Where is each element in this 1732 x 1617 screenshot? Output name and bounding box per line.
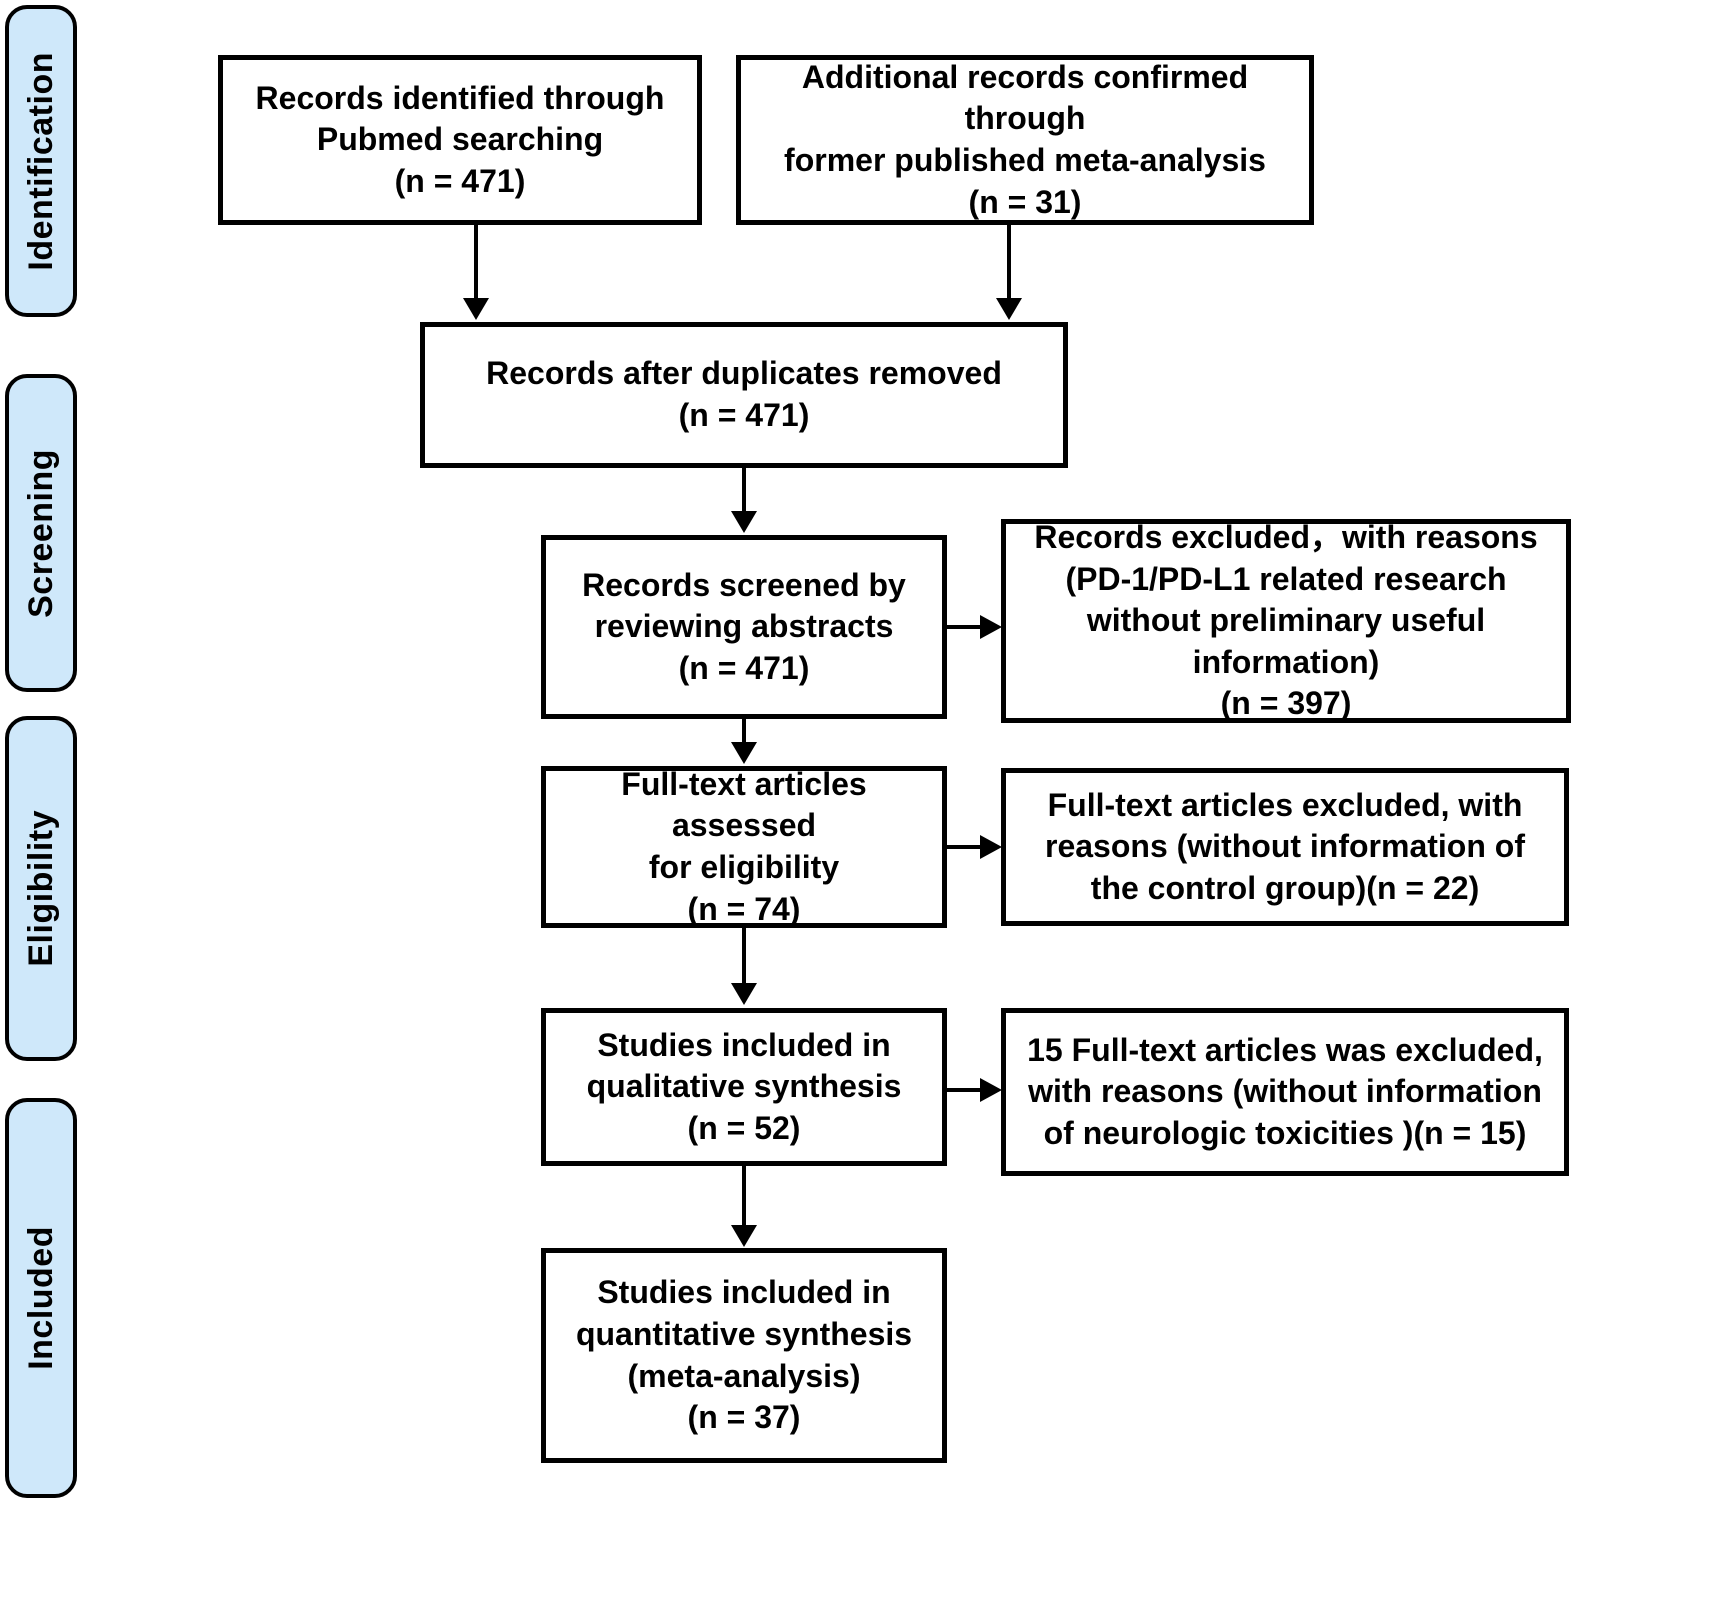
stage-label-identification-text: Identification — [22, 51, 60, 271]
stage-label-included: Included — [5, 1098, 77, 1498]
box-records-identified: Records identified through Pubmed search… — [218, 55, 702, 225]
box-studies-qualitative: Studies included in qualitative synthesi… — [541, 1008, 947, 1166]
connector-qualitative-to-quantitative-line — [742, 1166, 746, 1228]
box-records-after-duplicates-text: Records after duplicates removed (n = 47… — [486, 355, 1002, 433]
box-additional-records: Additional records confirmed through for… — [736, 55, 1314, 225]
connector-fulltext-to-excluded-arrow — [980, 835, 1002, 859]
box-qualitative-excluded: 15 Full-text articles was excluded, with… — [1001, 1008, 1569, 1176]
connector-qualitative-to-excluded-line — [947, 1088, 985, 1092]
connector-duplicates-to-screened-line — [742, 468, 746, 514]
stage-label-eligibility: Eligibility — [5, 716, 77, 1061]
connector-fulltext-to-excluded-line — [947, 845, 985, 849]
connector-screened-to-excluded-line — [947, 625, 985, 629]
connector-identified-to-duplicates-line — [474, 225, 478, 302]
box-records-excluded-text: Records excluded，with reasons (PD-1/PD-L… — [1034, 519, 1538, 722]
connector-additional-to-duplicates-arrow — [996, 298, 1022, 320]
box-records-excluded: Records excluded，with reasons (PD-1/PD-L… — [1001, 519, 1571, 723]
connector-qualitative-to-quantitative-arrow — [731, 1225, 757, 1247]
box-fulltext-assessed: Full-text articles assessed for eligibil… — [541, 766, 947, 928]
box-fulltext-excluded: Full-text articles excluded, with reason… — [1001, 768, 1569, 926]
connector-additional-to-duplicates-line — [1007, 225, 1011, 302]
box-records-screened-text: Records screened by reviewing abstracts … — [582, 566, 906, 686]
stage-label-identification: Identification — [5, 5, 77, 317]
connector-fulltext-to-qualitative-line — [742, 928, 746, 986]
stage-label-screening-text: Screening — [22, 448, 60, 618]
box-records-identified-text: Records identified through Pubmed search… — [255, 79, 665, 199]
box-studies-qualitative-text: Studies included in qualitative synthesi… — [586, 1026, 902, 1146]
connector-qualitative-to-excluded-arrow — [980, 1078, 1002, 1102]
box-fulltext-assessed-text: Full-text articles assessed for eligibil… — [621, 765, 867, 927]
box-studies-quantitative-text: Studies included in quantitative synthes… — [575, 1274, 913, 1436]
stage-label-screening: Screening — [5, 374, 77, 692]
stage-label-eligibility-text: Eligibility — [22, 810, 60, 967]
box-additional-records-text: Additional records confirmed through for… — [784, 58, 1266, 220]
box-records-after-duplicates: Records after duplicates removed (n = 47… — [420, 322, 1068, 468]
connector-duplicates-to-screened-arrow — [731, 511, 757, 533]
connector-screened-to-excluded-arrow — [980, 615, 1002, 639]
connector-screened-to-fulltext-arrow — [731, 742, 757, 764]
connector-identified-to-duplicates-arrow — [463, 298, 489, 320]
connector-fulltext-to-qualitative-arrow — [731, 983, 757, 1005]
stage-label-included-text: Included — [22, 1226, 60, 1370]
box-studies-quantitative: Studies included in quantitative synthes… — [541, 1248, 947, 1463]
box-qualitative-excluded-text: 15 Full-text articles was excluded, with… — [1027, 1031, 1543, 1151]
box-fulltext-excluded-text: Full-text articles excluded, with reason… — [1045, 786, 1525, 906]
box-records-screened: Records screened by reviewing abstracts … — [541, 535, 947, 719]
connector-screened-to-fulltext-line — [742, 719, 746, 745]
